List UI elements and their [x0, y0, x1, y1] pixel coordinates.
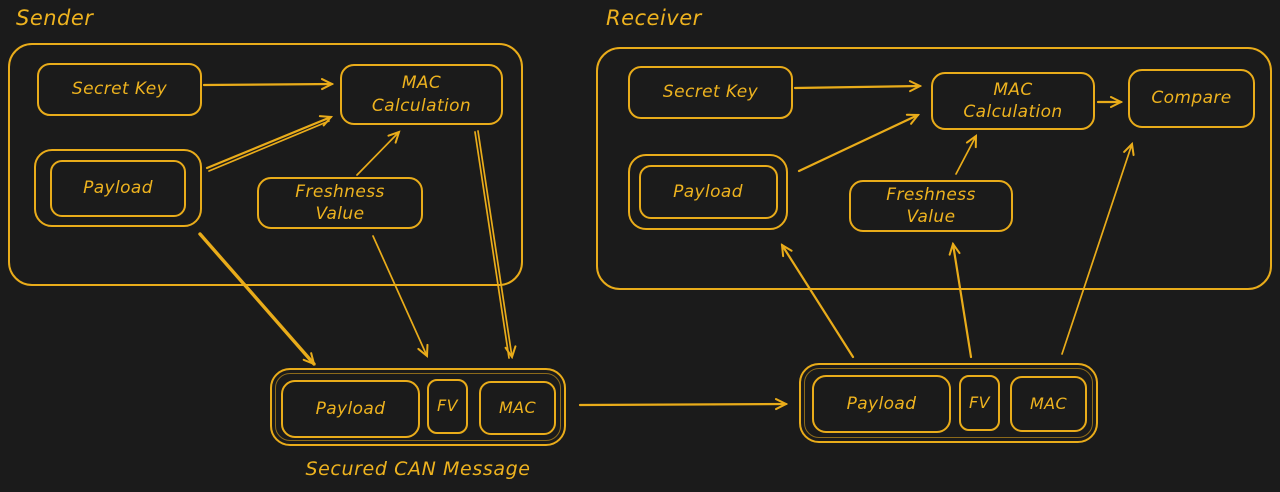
receiver-message-fv-box: FV: [959, 375, 1000, 431]
receiver-title: Receiver: [606, 6, 702, 30]
receiver-container: [596, 47, 1272, 290]
receiver-freshness-value-label: Freshness Value: [886, 184, 976, 227]
sender-message-mac-box: MAC: [479, 381, 556, 435]
receiver-message-payload-label: Payload: [846, 393, 917, 414]
receiver-message-fv-label: FV: [969, 392, 990, 412]
sender-mac-calculation-label: MAC Calculation: [371, 73, 472, 116]
arrow-sender-message-to-receiver-message: [578, 404, 786, 405]
sender-title: Sender: [16, 6, 94, 30]
receiver-message-mac-label: MAC: [1029, 393, 1068, 413]
receiver-mac-calculation-box: MAC Calculation: [931, 72, 1095, 130]
receiver-message-payload-box: Payload: [812, 375, 951, 433]
sender-payload-label: Payload: [83, 177, 153, 198]
sender-freshness-value-label: Freshness Value: [295, 181, 385, 224]
receiver-secret-key-box: Secret Key: [628, 66, 793, 119]
receiver-secret-key-label: Secret Key: [662, 82, 759, 103]
sender-freshness-value-box: Freshness Value: [257, 177, 423, 229]
secured-can-message-label: Secured CAN Message: [305, 458, 531, 480]
receiver-mac-calculation-label: MAC Calculation: [963, 79, 1063, 122]
sender-message-payload-label: Payload: [315, 398, 386, 419]
receiver-message-box: Payload FV MAC: [799, 363, 1098, 443]
sender-mac-calculation-box: MAC Calculation: [340, 64, 503, 125]
receiver-payload-box: Payload: [638, 165, 778, 219]
receiver-compare-box: Compare: [1128, 69, 1255, 128]
sender-message-mac-label: MAC: [498, 397, 537, 417]
sender-message-fv-box: FV: [427, 379, 468, 434]
sender-message-box: Payload FV MAC: [270, 368, 566, 446]
sender-payload-box: Payload: [50, 159, 186, 217]
receiver-payload-label: Payload: [673, 181, 743, 202]
sender-message-fv-label: FV: [437, 396, 458, 416]
receiver-message-mac-box: MAC: [1010, 376, 1087, 432]
sender-secret-key-box: Secret Key: [37, 63, 202, 116]
receiver-payload-outer-box: Payload: [628, 154, 788, 230]
sender-secret-key-label: Secret Key: [71, 79, 168, 100]
sender-payload-outer-box: Payload: [34, 149, 202, 227]
receiver-compare-label: Compare: [1151, 88, 1232, 109]
sender-message-payload-box: Payload: [281, 380, 420, 438]
receiver-freshness-value-box: Freshness Value: [849, 180, 1013, 232]
